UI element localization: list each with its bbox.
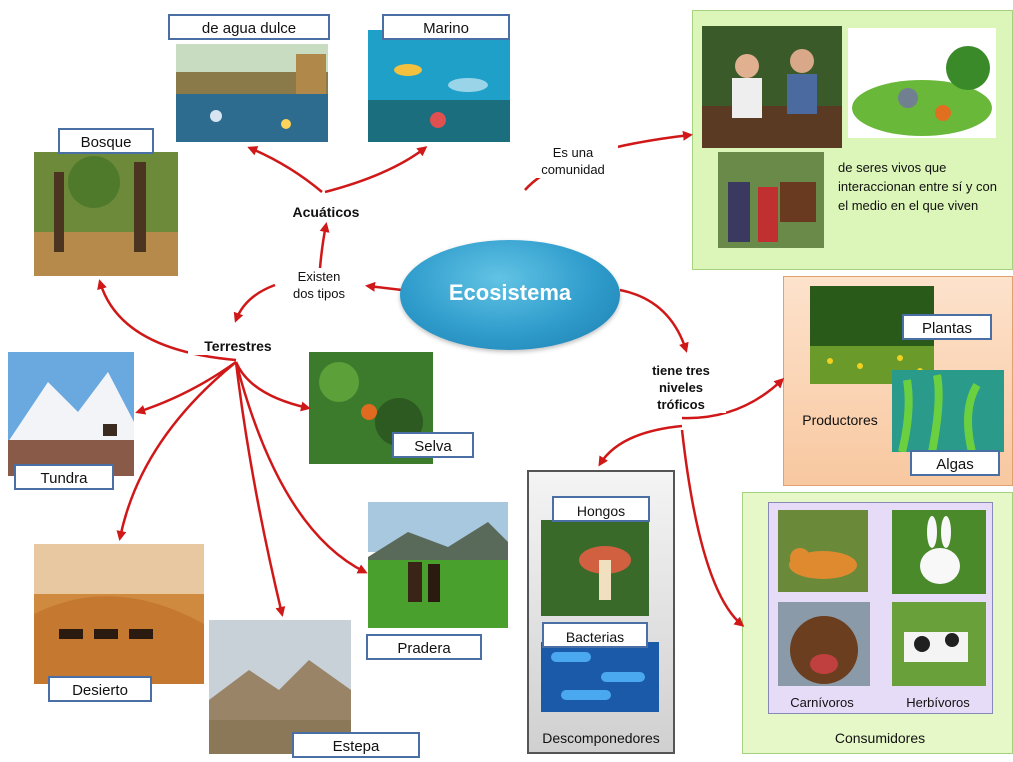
arrow-to-estepa xyxy=(234,361,286,617)
descomponedores-label: Descomponedores xyxy=(542,730,660,746)
forest-image xyxy=(34,152,178,276)
bosque-label: Bosque xyxy=(58,128,154,154)
arrow-to-selva xyxy=(234,361,311,412)
arrow-to-tundra xyxy=(135,360,237,415)
bacterias-label: Bacterias xyxy=(542,622,648,648)
marine-image xyxy=(368,30,510,142)
bear-image xyxy=(778,602,870,686)
consumidores-label: Consumidores xyxy=(834,730,926,746)
community-image-people xyxy=(702,26,842,148)
tundra-label: Tundra xyxy=(14,464,114,490)
arrow-to-marino xyxy=(324,146,428,194)
es-una-comunidad-text: Es una comunidad xyxy=(528,144,618,178)
tundra-image xyxy=(8,352,134,476)
arrow-to-desierto xyxy=(116,361,237,541)
ecosystem-title: Ecosistema xyxy=(448,280,572,305)
ecosystem-center-node: Ecosistema xyxy=(400,240,620,350)
arrow-to-acuaticos xyxy=(318,222,330,269)
fungi-image xyxy=(541,520,649,616)
acuaticos-label: Acuáticos xyxy=(270,204,382,221)
community-image-cartoon xyxy=(848,28,996,138)
estepa-label: Estepa xyxy=(292,732,420,758)
arrow-to-existen xyxy=(365,281,403,292)
cow-image xyxy=(892,602,986,686)
hongos-label: Hongos xyxy=(552,496,650,522)
algae-image xyxy=(892,370,1004,452)
desierto-label: Desierto xyxy=(48,676,152,702)
community-description: de seres vivos que interaccionan entre s… xyxy=(838,160,997,213)
community-image-horse xyxy=(718,152,824,248)
freshwater-image xyxy=(176,44,328,142)
selva-label: Selva xyxy=(392,432,474,458)
arrow-to-terrestres xyxy=(233,283,276,323)
plantas-label: Plantas xyxy=(902,314,992,340)
productores-label: Productores xyxy=(802,412,878,428)
rabbit-image xyxy=(892,510,986,594)
arrow-to-consumidores xyxy=(680,429,745,627)
marino-label: Marino xyxy=(382,14,510,40)
arrow-to-tres-niveles xyxy=(619,288,689,353)
agua-dulce-label: de agua dulce xyxy=(168,14,330,40)
existen-dos-tipos-text: Existen dos tipos xyxy=(278,268,360,302)
algas-label: Algas xyxy=(910,450,1000,476)
pradera-label: Pradera xyxy=(366,634,482,660)
tiger-image xyxy=(778,510,868,592)
herbivoros-label: Herbívoros xyxy=(906,695,970,710)
bacteria-image xyxy=(541,642,659,712)
arrow-to-agua-dulce xyxy=(247,146,323,193)
prairie-image xyxy=(368,502,508,628)
carnivoros-label: Carnívoros xyxy=(790,695,854,710)
tres-niveles-text: tiene tres niveles tróficos xyxy=(636,362,726,413)
terrestres-label: Terrestres xyxy=(188,338,288,355)
desert-image xyxy=(34,544,204,684)
arrow-to-descomponedores xyxy=(598,424,683,467)
